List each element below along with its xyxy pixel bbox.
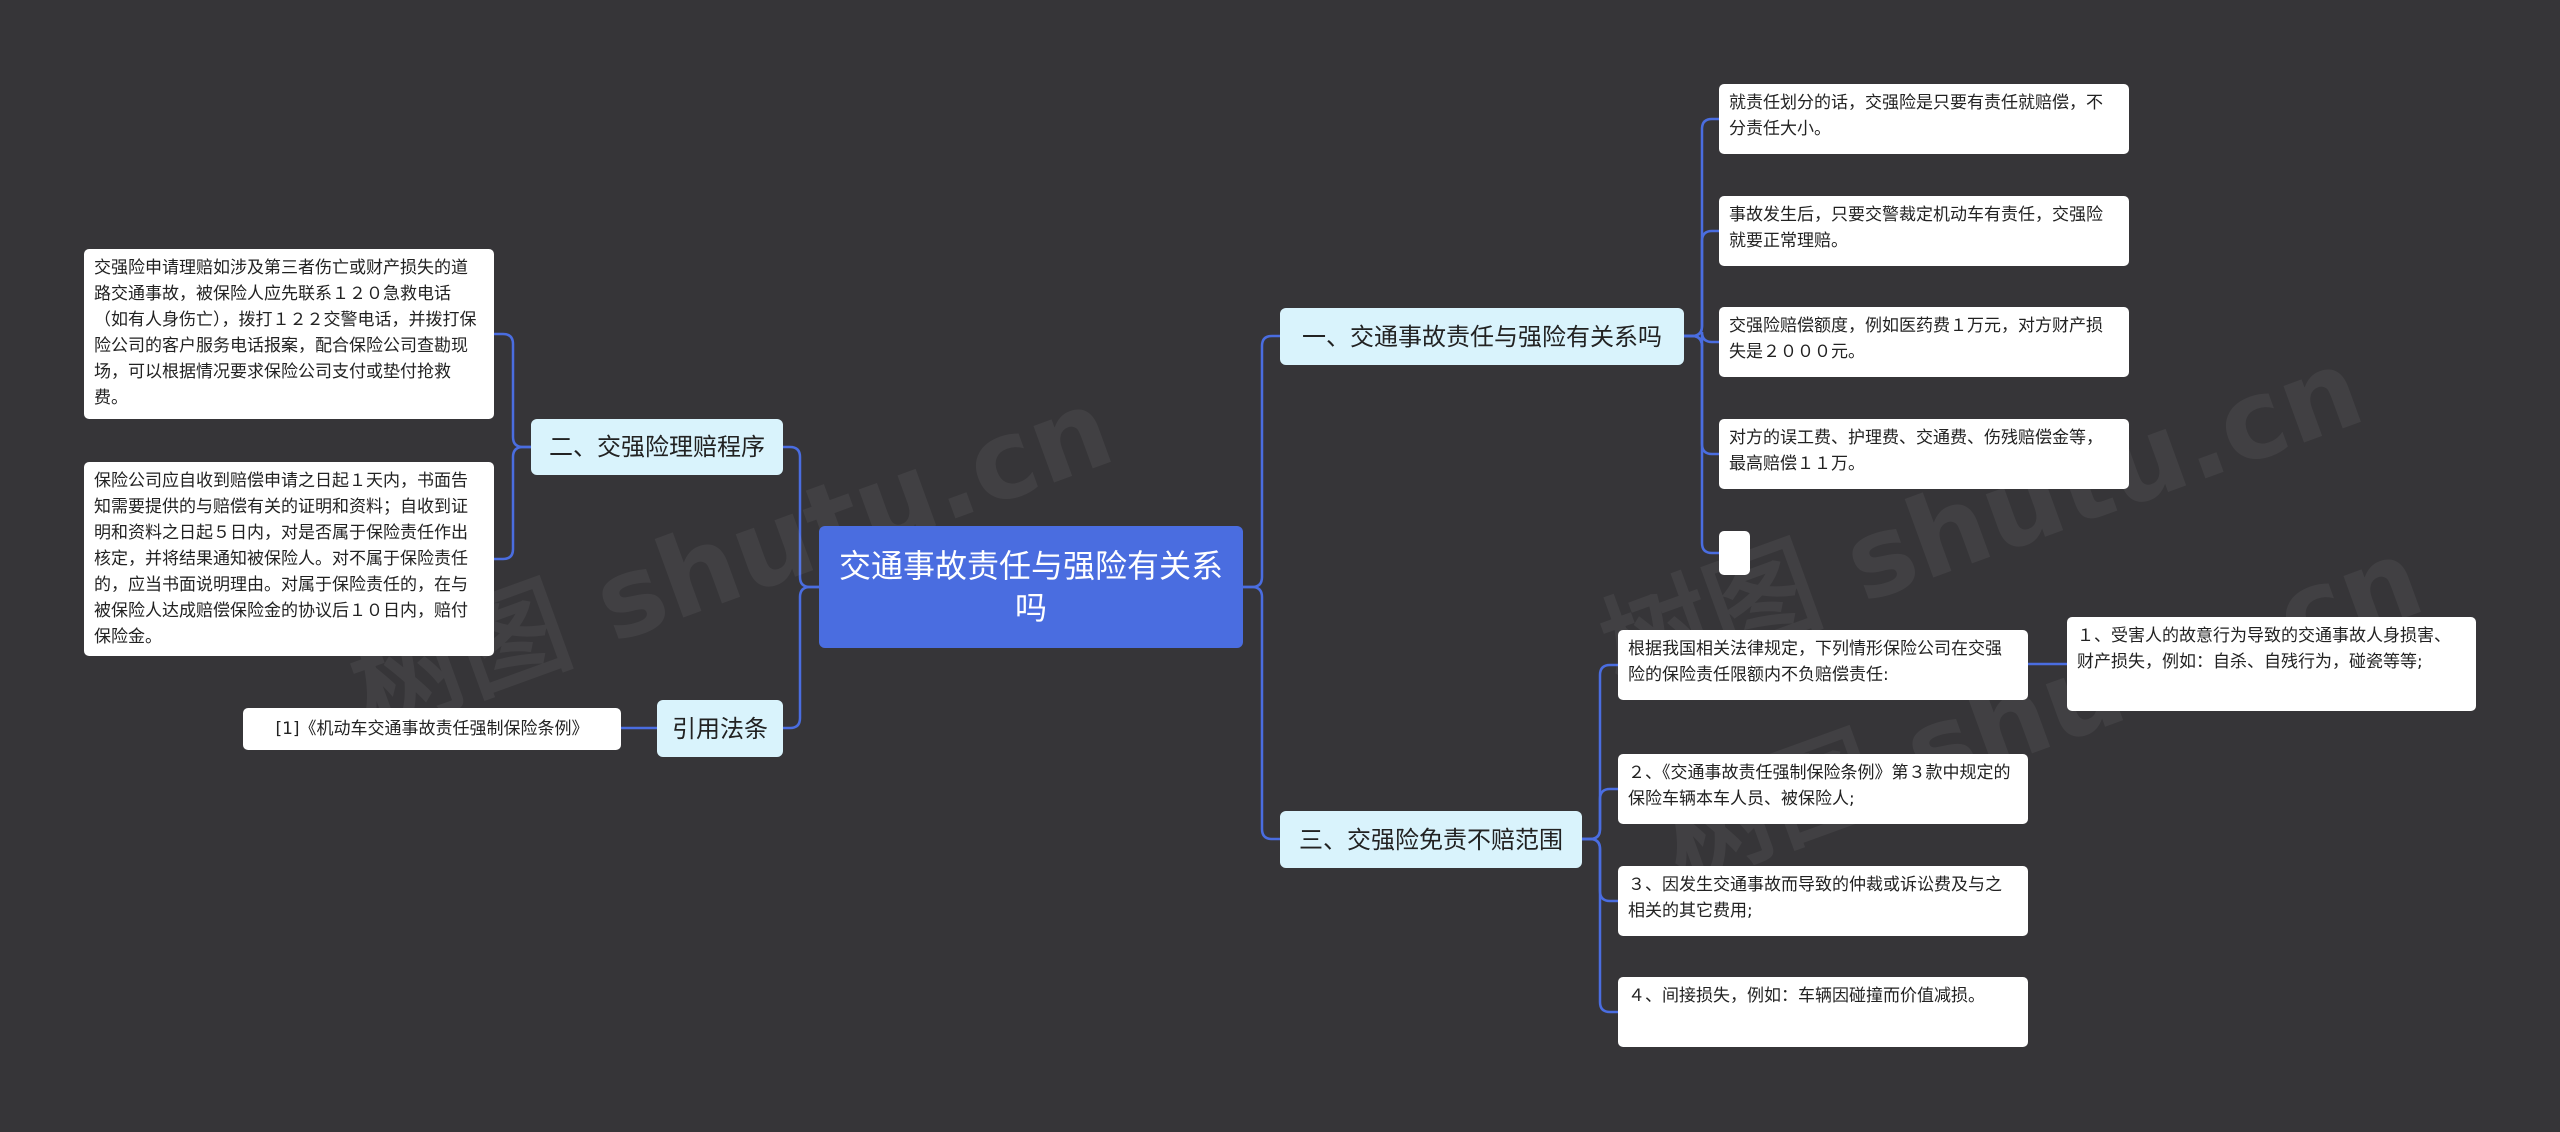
root-topic[interactable]: 交通事故责任与强险有关系吗 [819,526,1243,648]
leaf-relation-3[interactable]: 交强险赔偿额度，例如医药费１万元，对方财产损失是２０００元。 [1719,307,2129,377]
leaf-claim-step-1[interactable]: 交强险申请理赔如涉及第三者伤亡或财产损失的道路交通事故，被保险人应先联系１２０急… [84,249,494,419]
link-claims-leaf-1 [494,332,531,449]
leaf-relation-4[interactable]: 对方的误工费、护理费、交通费、伤残赔偿金等，最高赔偿１１万。 [1719,419,2129,489]
leaf-exemption-1[interactable]: 根据我国相关法律规定，下列情形保险公司在交强险的保险责任限额内不负赔偿责任: [1618,630,2028,700]
branch-relation[interactable]: 一、交通事故责任与强险有关系吗 [1280,308,1684,365]
link-exemption-leaf-4 [1582,837,1618,1014]
branch-citations[interactable]: 引用法条 [657,700,783,757]
branch-claim-procedure[interactable]: 二、交强险理赔程序 [531,419,783,475]
citation-item[interactable]: [1]《机动车交通事故责任强制保险条例》 [243,708,621,750]
link-root-citations [783,585,819,730]
leaf-exemption-3[interactable]: ３、因发生交通事故而导致的仲裁或诉讼费及与之相关的其它费用; [1618,866,2028,936]
leaf-relation-empty[interactable] [1719,531,1750,575]
branch-exemption[interactable]: 三、交强险免责不赔范围 [1280,811,1582,868]
link-root-exemption [1243,585,1280,841]
link-relation-leaf-2 [1684,229,1719,338]
leaf-exemption-sub-1[interactable]: １、受害人的故意行为导致的交通事故人身损害、财产损失，例如：自杀、自残行为，碰瓷… [2067,617,2476,711]
leaf-exemption-2[interactable]: ２、《交通事故责任强制保险条例》第３款中规定的保险车辆本车人员、被保险人; [1618,754,2028,824]
leaf-relation-2[interactable]: 事故发生后，只要交警裁定机动车有责任，交强险就要正常理赔。 [1719,196,2129,266]
leaf-relation-1[interactable]: 就责任划分的话，交强险是只要有责任就赔偿，不分责任大小。 [1719,84,2129,154]
link-claims-leaf-2 [494,445,531,561]
leaf-exemption-4[interactable]: ４、间接损失，例如：车辆因碰撞而价值减损。 [1618,977,2028,1047]
link-exemption-leaf-2 [1582,787,1618,841]
leaf-claim-step-2[interactable]: 保险公司应自收到赔偿申请之日起１天内，书面告知需要提供的与赔偿有关的证明和资料；… [84,462,494,656]
link-relation-leaf-5 [1684,334,1719,555]
link-root-claims [783,445,819,589]
link-root-relation [1243,334,1280,589]
